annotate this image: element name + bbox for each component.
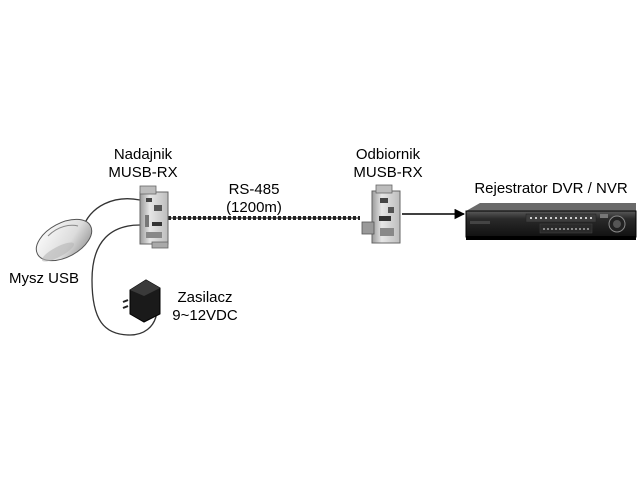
psu-voltage: 9~12VDC: [172, 307, 238, 324]
mouse-label: Mysz USB: [8, 270, 79, 287]
link-protocol: RS-485: [228, 181, 280, 198]
power-adapter-icon: [122, 279, 161, 323]
recorder-label: Rejestrator DVR / NVR: [474, 180, 628, 197]
link-distance: (1200m): [226, 199, 282, 216]
usb-mouse-icon: [35, 218, 93, 262]
transmitter-label: Nadajnik MUSB-RX: [98, 146, 188, 182]
transmitter-box-icon: [139, 185, 169, 249]
receiver-box-icon: [361, 184, 401, 244]
transmitter-model: MUSB-RX: [108, 164, 178, 181]
link-label: RS-485 (1200m): [214, 181, 294, 217]
dvr-recorder-icon: [465, 203, 637, 240]
receiver-label: Odbiornik MUSB-RX: [342, 146, 434, 182]
psu-label: Zasilacz 9~12VDC: [160, 289, 250, 325]
receiver-title: Odbiornik: [355, 146, 421, 163]
receiver-model: MUSB-RX: [353, 164, 423, 181]
psu-title: Zasilacz: [177, 289, 233, 306]
psu-cable: [91, 224, 158, 336]
transmitter-title: Nadajnik: [113, 146, 173, 163]
